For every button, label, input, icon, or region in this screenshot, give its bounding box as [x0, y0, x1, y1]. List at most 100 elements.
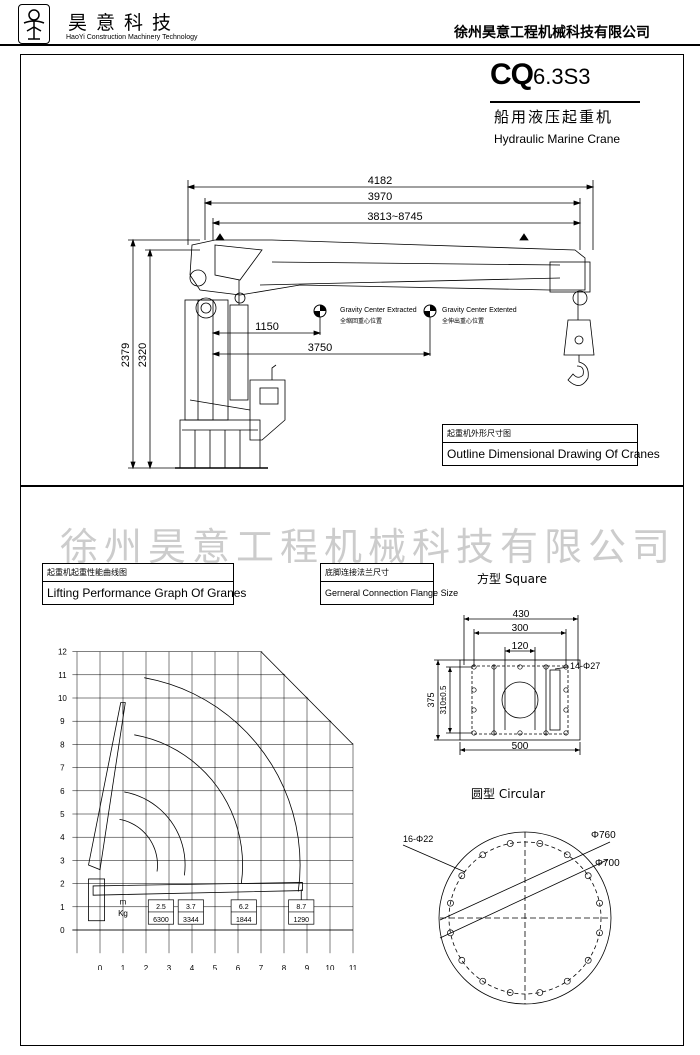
square-flange-drawing: 430 300 120 14-Φ27 375 310±0.5 500 — [426, 609, 600, 755]
bolt-hole — [458, 872, 466, 880]
dim-2379: 2379 — [120, 343, 132, 367]
bolt-hole — [563, 730, 569, 736]
performance-label-cn: 起重机起重性能曲线图 — [47, 568, 127, 577]
y-tick-label: 12 — [58, 648, 67, 657]
square-title: 方型 Square — [477, 572, 548, 586]
table-load-value: 1844 — [236, 917, 252, 924]
bolt-hole — [563, 687, 569, 693]
bolt-hole — [471, 730, 477, 736]
table-radius-value: 6.2 — [239, 904, 249, 911]
bolt-hole — [536, 840, 544, 847]
dim-3970: 3970 — [368, 191, 392, 203]
y-tick-label: 11 — [58, 671, 67, 680]
circ-dim-700: Φ700 — [595, 858, 620, 869]
brand-name-en: HaoYi Construction Machinery Technology — [66, 34, 198, 41]
outline-drawing: 4182 3970 3813~8745 1150 3750 2379 2320 … — [120, 175, 595, 470]
x-tick-label: 9 — [305, 964, 310, 970]
dim-4182: 4182 — [368, 175, 392, 187]
company-watermark: 徐州昊意工程机械科技有限公司 — [60, 525, 677, 569]
bolt-hole — [506, 840, 514, 847]
company-logo — [18, 4, 50, 44]
bolt-hole — [479, 977, 487, 985]
boom-horizontal-icon — [92, 882, 303, 896]
table-kg-label: Kg — [118, 909, 128, 918]
boom-sketch — [88, 702, 303, 922]
bolt-hole — [517, 730, 523, 736]
brand-name-cn: 昊意科技 — [68, 12, 181, 34]
sq-holes-label: 14-Φ27 — [570, 661, 600, 671]
performance-label-rule — [43, 581, 233, 582]
cg-extracted-label-cn: 全缩回重心位置 — [340, 317, 382, 325]
boom-raised-icon — [88, 702, 126, 871]
outline-label-cn: 起重机外形尺寸图 — [447, 429, 511, 438]
gravity-center-extented-marker — [423, 304, 437, 318]
dim-reach: 3813~8745 — [367, 211, 422, 223]
y-tick-label: 3 — [60, 856, 65, 865]
y-tick-label: 7 — [60, 764, 65, 773]
y-tick-label: 5 — [60, 810, 65, 819]
performance-section-frame — [20, 486, 684, 1046]
sq-dim-300: 300 — [512, 623, 529, 634]
cg-extented-label-cn: 全伸出重心位置 — [442, 317, 484, 325]
bolt-hole — [563, 707, 569, 713]
bolt-hole — [506, 989, 514, 996]
outline-section-frame — [20, 54, 684, 486]
envelope-mask — [261, 650, 355, 745]
x-tick-label: 11 — [349, 964, 358, 970]
bolt-hole — [563, 664, 569, 670]
bolt-hole — [491, 664, 497, 670]
load-curve-2 — [124, 791, 186, 876]
y-tick-label: 9 — [60, 717, 65, 726]
product-name-cn: 船用液压起重机 — [494, 108, 614, 126]
bolt-hole — [471, 687, 477, 693]
flange-label-cn: 底脚连接法兰尺寸 — [325, 568, 389, 577]
flange-label-en: Gerneral Connection Flange Size — [325, 588, 459, 598]
sq-dim-500: 500 — [512, 741, 529, 752]
sq-dim-375: 375 — [426, 692, 436, 707]
table-load-value: 3344 — [183, 917, 199, 924]
gravity-center-extracted-marker — [313, 304, 327, 318]
bolt-hole — [447, 929, 454, 937]
bolt-hole — [479, 851, 487, 859]
bolt-hole — [543, 664, 549, 670]
chart-curves — [119, 677, 301, 892]
cg-extented-label: Gravity Center Extented — [442, 307, 517, 314]
bolt-hole — [536, 989, 544, 996]
sq-dim-120: 120 — [512, 641, 529, 652]
bolt-hole — [596, 899, 603, 907]
x-tick-label: 3 — [167, 964, 172, 970]
model-rule — [490, 101, 640, 103]
sq-dim-310: 310±0.5 — [439, 685, 448, 714]
bolt-hole — [543, 730, 549, 736]
model-sub: 6.3S3 — [533, 64, 591, 89]
dim-1150: 1150 — [255, 321, 279, 333]
x-tick-label: 8 — [282, 964, 287, 970]
model-main: CQ — [490, 58, 534, 91]
y-tick-label: 1 — [60, 903, 65, 912]
logo-emblem-icon — [23, 9, 45, 40]
table-radius-value: 8.7 — [296, 904, 306, 911]
x-tick-label: 1 — [121, 964, 126, 970]
outline-label-en: Outline Dimensional Drawing Of Cranes — [447, 447, 660, 461]
bolt-hole — [447, 899, 454, 907]
bolt-hole — [584, 872, 592, 880]
x-tick-label: 0 — [98, 964, 103, 970]
header-rule — [0, 44, 700, 46]
performance-label-box: 起重机起重性能曲线图 Lifting Performance Graph Of … — [42, 563, 246, 605]
bolt-hole — [596, 929, 603, 937]
bolt-hole — [471, 707, 477, 713]
bolt-hole — [563, 977, 571, 985]
y-tick-label: 8 — [60, 740, 65, 749]
bolt-hole — [584, 956, 592, 964]
circ-holes-label: 16-Φ22 — [403, 834, 433, 844]
company-name: 徐州昊意工程机械科技有限公司 — [454, 25, 650, 41]
table-load-value: 6300 — [153, 917, 169, 924]
table-load-value: 1290 — [293, 917, 309, 924]
x-tick-label: 4 — [190, 964, 195, 970]
x-tick-label: 6 — [236, 964, 241, 970]
dim-2320: 2320 — [137, 343, 149, 367]
y-tick-label: 10 — [58, 694, 67, 703]
flange-label-box: 底脚连接法兰尺寸 Gerneral Connection Flange Size — [320, 563, 458, 605]
